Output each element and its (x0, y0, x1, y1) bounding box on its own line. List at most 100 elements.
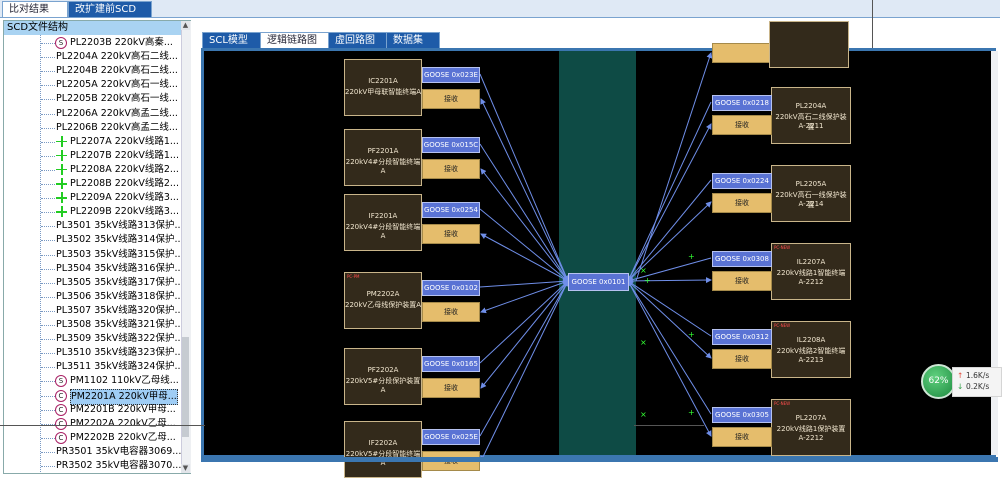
goose-link (627, 101, 712, 282)
left-goose-block[interactable]: GOOSE 0x0254 (422, 202, 480, 218)
right-receive-block[interactable]: 接收 (712, 193, 772, 213)
left-receive-block[interactable]: 接收 (422, 224, 480, 244)
left-goose-block[interactable]: GOOSE 0x015C (422, 137, 480, 153)
tree-item[interactable]: PL2209A 220kV线路3... (4, 191, 180, 205)
right-goose-block[interactable]: GOOSE 0x0224 (712, 173, 772, 189)
hub-goose-block[interactable]: GOOSE 0x0101 (568, 273, 629, 291)
goose-link (635, 52, 713, 282)
tree-item[interactable]: PL3510 35kV线路323保护... (4, 346, 184, 360)
tree-scroll-thumb[interactable] (182, 337, 189, 437)
left-goose-block[interactable]: GOOSE 0x0165 (422, 356, 480, 372)
tree-item[interactable]: PL3503 35kV线路315保护... (4, 248, 184, 262)
left-goose-block[interactable]: GOOSE 0x025E (422, 429, 480, 445)
tree-item[interactable]: PL2204B 220kV高石二线... (4, 64, 180, 78)
tree-item[interactable]: PL2207A 220kV线路1... (4, 135, 180, 149)
tab-virtual-circuit[interactable]: 虚回路图 (328, 32, 388, 48)
right-receive-block[interactable]: 接收 (712, 115, 772, 135)
device-name: IF2201A (368, 212, 398, 220)
tree-item[interactable]: PL2209B 220kV线路3... (4, 205, 180, 219)
right-receive-block[interactable]: 接收 (712, 427, 772, 447)
tree-scrollbar[interactable] (181, 21, 191, 473)
tab-scl-model[interactable]: SCL模型 (202, 32, 264, 48)
tree-item[interactable]: PL2208B 220kV线路2... (4, 177, 180, 191)
tree-item[interactable]: PL2205A 220kV高石一线... (4, 78, 180, 92)
left-receive-block[interactable]: 接收 (422, 302, 480, 322)
right-goose-block[interactable]: GOOSE 0x0218 (712, 95, 772, 111)
goose-link (479, 280, 569, 437)
right-receive-block[interactable] (712, 43, 772, 63)
right-goose-block[interactable]: GOOSE 0x0305 (712, 407, 772, 423)
diagram-scrollbar[interactable] (991, 51, 998, 455)
tree-item[interactable]: PL3509 35kV线路322保护... (4, 332, 184, 346)
tree-item[interactable]: PL3506 35kV线路318保护... (4, 290, 184, 304)
right-goose-block[interactable]: GOOSE 0x0312 (712, 329, 772, 345)
left-goose-block[interactable]: GOOSE 0x023E (422, 67, 480, 83)
right-device-box[interactable] (769, 21, 849, 68)
tab-dataset[interactable]: 数据集 (386, 32, 440, 48)
tree-connector (41, 85, 55, 87)
tab-compare-result[interactable]: 比对结果 (2, 1, 68, 17)
left-receive-block[interactable]: 接收 (422, 378, 480, 398)
left-receive-block[interactable]: 接收 (422, 89, 480, 109)
network-usage-indicator[interactable]: 62% (921, 364, 956, 399)
device-description: 220kV线路1智能终端 (776, 269, 846, 277)
tree-item[interactable]: PL3508 35kV线路321保护... (4, 318, 184, 332)
tree-item-label: PL3509 35kV线路322保护... (56, 333, 184, 345)
tree-item[interactable]: PL3505 35kV线路317保护... (4, 276, 184, 290)
scroll-down-icon[interactable]: ▼ (181, 464, 190, 473)
goose-link (480, 98, 569, 282)
device-change-tag: PC-NEW (774, 401, 791, 406)
tree-item[interactable]: PL2207B 220kV线路1... (4, 149, 180, 163)
tree-item[interactable]: PL3507 35kV线路320保护... (4, 304, 184, 318)
tab-logic-link[interactable]: 逻辑链路图 (260, 32, 330, 48)
right-goose-block[interactable]: GOOSE 0x0308 (712, 251, 772, 267)
tree-header[interactable]: SCD文件结构 (4, 21, 183, 35)
right-receive-block[interactable]: 接收 (712, 349, 772, 369)
goose-link (480, 280, 569, 314)
left-goose-block[interactable]: GOOSE 0x0102 (422, 280, 480, 296)
tab-scd-before[interactable]: 改扩建前SCD (68, 1, 152, 17)
tree-item[interactable]: PL3504 35kV线路316保护... (4, 262, 184, 276)
tree-item[interactable]: PL2206B 220kV高孟二线... (4, 121, 180, 135)
tree-item[interactable]: PL2204A 220kV高石二线... (4, 50, 180, 64)
tree-item[interactable]: PL3511 35kV线路324保护... (4, 360, 184, 374)
document-tab-bar: 比对结果 改扩建前SCD (0, 0, 1000, 18)
tree-item[interactable]: PL2206A 220kV高孟二线... (4, 107, 180, 121)
tree-connector (41, 325, 55, 326)
tree-item[interactable]: PR3501 35kV电容器3069... (4, 445, 182, 459)
added-plus-icon (55, 191, 67, 205)
tree-connector (41, 212, 55, 214)
tree-item-label: PR3501 35kV电容器3069... (56, 445, 182, 457)
tree-item[interactable]: PL2208A 220kV线路2... (4, 163, 180, 177)
tree-item[interactable]: PL3502 35kV线路314保护... (4, 233, 184, 247)
tree-item[interactable]: PL3501 35kV线路313保护... (4, 219, 184, 233)
tree-item-label: PL3508 35kV线路321保护... (56, 319, 184, 330)
network-speed-widget[interactable]: 62% ↑1.6K/s ↓0.2K/s (921, 364, 1002, 399)
scroll-up-icon[interactable]: ▲ (181, 21, 190, 30)
tree-item[interactable]: PL2205B 220kV高石一线... (4, 92, 180, 106)
tree-item[interactable]: PR3502 35kV电容器3070... (4, 459, 181, 473)
left-receive-block[interactable]: 接收 (422, 159, 480, 179)
goose-link (480, 280, 569, 462)
tree-connector (41, 127, 55, 129)
right-receive-block[interactable]: 接收 (712, 271, 772, 291)
tree-connector (41, 99, 55, 101)
